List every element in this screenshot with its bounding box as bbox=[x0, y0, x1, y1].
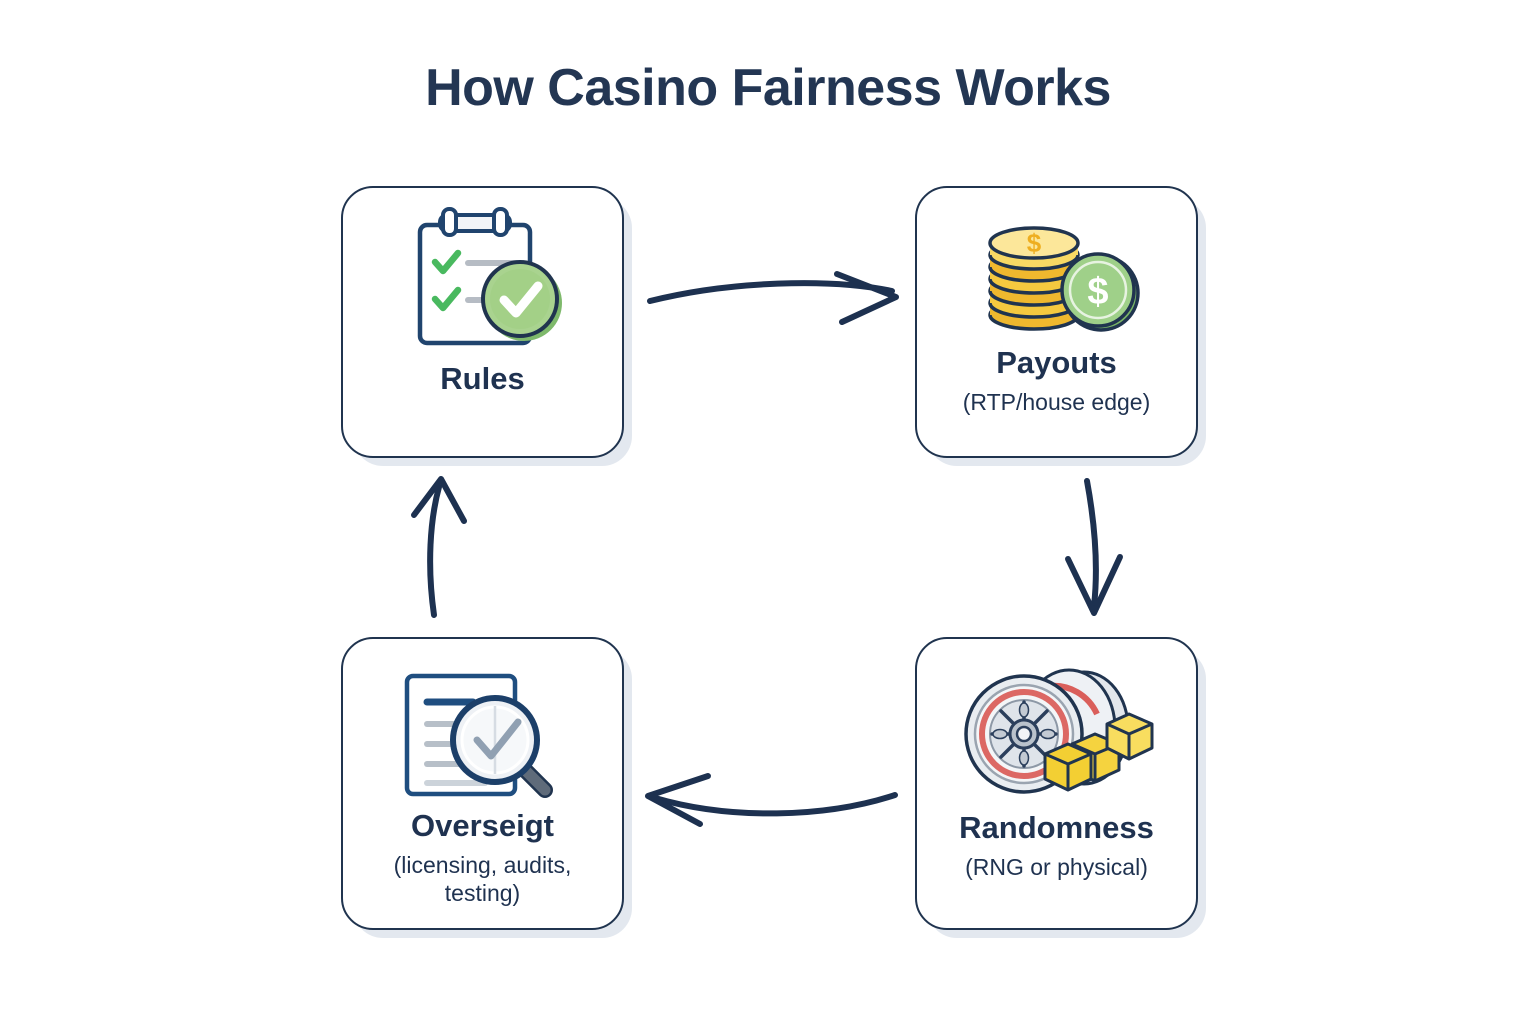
page-title: How Casino Fairness Works bbox=[425, 59, 1111, 117]
arrow-rules-to-payouts bbox=[647, 271, 899, 325]
coin-stack-icon: $ $ bbox=[917, 188, 1196, 346]
svg-text:$: $ bbox=[1026, 228, 1041, 258]
node-label-rules: Rules bbox=[440, 361, 525, 396]
node-subtitle-oversight: (licensing, audits, testing) bbox=[393, 852, 572, 907]
node-label-payouts: Payouts bbox=[996, 345, 1117, 380]
node-label-randomness: Randomness bbox=[959, 810, 1154, 845]
arrow-randomness-to-oversight bbox=[645, 773, 898, 827]
arrow-payouts-to-randomness bbox=[1065, 478, 1123, 616]
svg-text:$: $ bbox=[1087, 271, 1108, 313]
node-card-payouts[interactable]: $ $ Payouts (RTP/house edge) bbox=[915, 186, 1198, 458]
arrow-oversight-to-rules bbox=[411, 476, 467, 618]
node-subtitle-randomness: (RNG or physical) bbox=[965, 854, 1148, 881]
node-card-randomness[interactable]: Randomness (RNG or physical) bbox=[915, 637, 1198, 930]
node-card-rules[interactable]: Rules bbox=[341, 186, 624, 458]
clipboard-check-icon bbox=[343, 188, 622, 362]
node-subtitle-payouts: (RTP/house edge) bbox=[962, 389, 1151, 416]
roulette-dice-icon bbox=[917, 639, 1196, 811]
document-magnifier-icon bbox=[343, 639, 622, 809]
node-card-oversight[interactable]: Overseigt (licensing, audits, testing) bbox=[341, 637, 624, 930]
node-label-oversight: Overseigt bbox=[410, 808, 554, 843]
